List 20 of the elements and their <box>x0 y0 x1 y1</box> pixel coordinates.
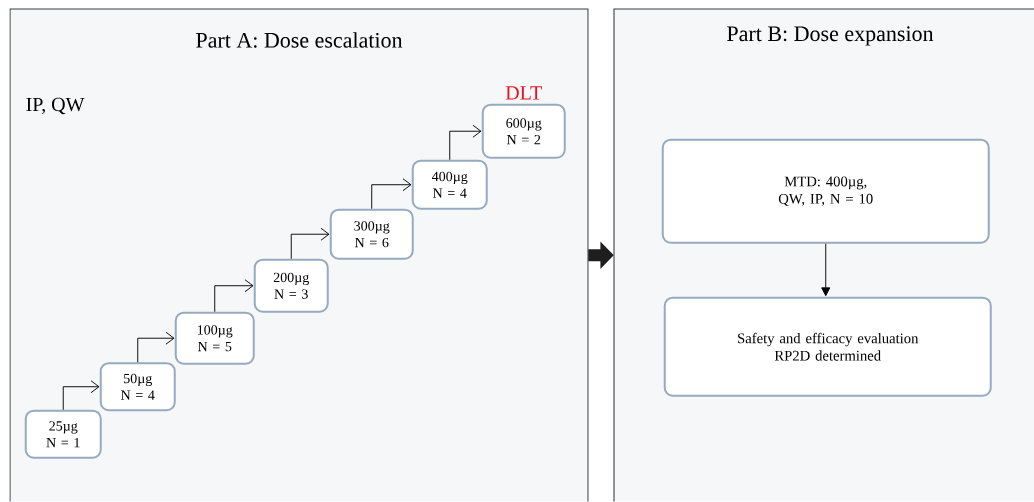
dose-box: Safety and efficacy evaluation RP2D determined <box>663 296 992 397</box>
dose-box: 300µg N = 6 <box>329 208 414 260</box>
dose-box: 100µg N = 5 <box>174 311 255 365</box>
arrow <box>290 227 330 260</box>
dose-box: 25µg N = 1 <box>24 409 102 459</box>
arrow <box>821 243 831 297</box>
dose-box: 50µg N = 4 <box>99 362 176 412</box>
arrow <box>214 279 254 313</box>
dose-box: MTD: 400µg, QW, IP, N = 10 <box>661 138 990 244</box>
panel-title: Part A: Dose escalation <box>196 32 403 48</box>
dlt-label: DLT <box>505 86 542 100</box>
dose-box: 600µg N = 2 <box>481 103 566 159</box>
arrow <box>137 331 175 363</box>
arrow <box>371 178 412 210</box>
route-label: IP, QW <box>26 97 85 115</box>
arrow <box>62 380 100 411</box>
panel-title: Part B: Dose expansion <box>727 26 934 46</box>
dose-box: 400µg N = 4 <box>411 159 488 210</box>
dose-box: 200µg N = 3 <box>253 258 329 313</box>
arrow <box>449 124 482 161</box>
